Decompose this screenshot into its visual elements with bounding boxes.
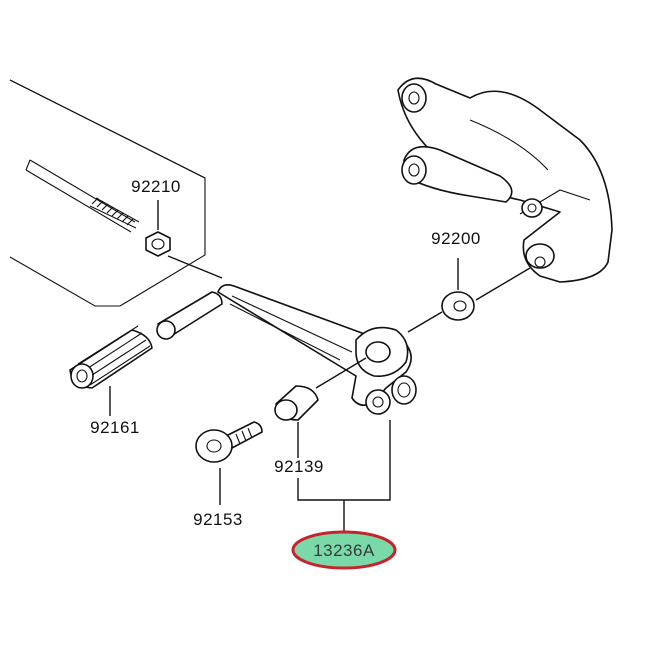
part-number-92139: 92139	[274, 457, 324, 476]
part-number-92210: 92210	[131, 177, 181, 196]
nut-icon	[145, 231, 171, 257]
collar-icon	[274, 385, 319, 421]
pivot-bolt-icon	[195, 421, 263, 463]
leader-lines	[109, 200, 531, 534]
rubber-peg-icon	[69, 325, 153, 389]
bracket-icon	[397, 77, 613, 283]
lever-pin-icon	[156, 291, 223, 340]
shift-lever-icon	[217, 284, 417, 415]
highlighted-part-13236A[interactable]: 13236A	[291, 530, 397, 570]
part-number-92153: 92153	[193, 510, 243, 529]
part-number-13236A: 13236A	[313, 541, 375, 560]
part-number-92161: 92161	[90, 418, 140, 437]
part-number-92200: 92200	[431, 229, 481, 248]
reference-frame	[9, 79, 206, 307]
washer-icon	[441, 291, 475, 321]
rod-icon	[25, 159, 140, 233]
